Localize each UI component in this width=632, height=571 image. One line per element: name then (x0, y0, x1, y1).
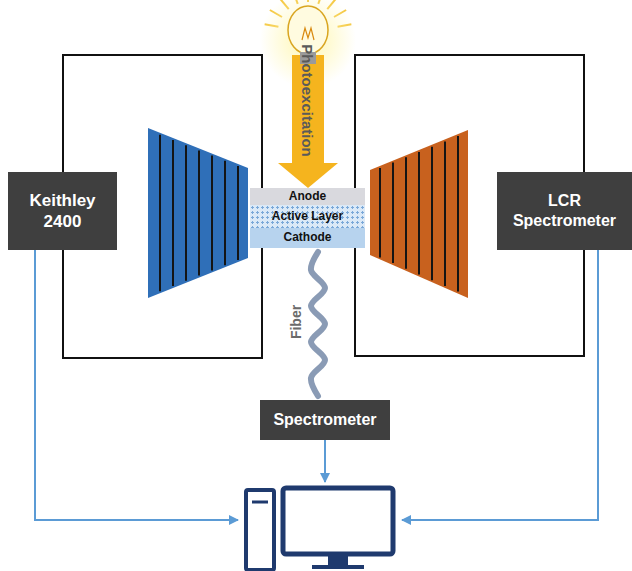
electrode-wire (355, 55, 584, 188)
electrode-wire (63, 248, 262, 358)
magnet-winding (379, 168, 381, 257)
electrode-wire (355, 248, 584, 356)
active-layer: Active Layer (250, 205, 365, 228)
data-wire (402, 250, 598, 520)
instrument-box: LCR Spectrometer (497, 172, 632, 250)
monitor-stand (312, 565, 364, 569)
magnet-pole (370, 130, 468, 298)
data-wires (35, 250, 598, 520)
magnet-winding (418, 152, 420, 275)
computer-monitor (283, 488, 393, 554)
magnet-winding (211, 156, 213, 271)
data-wire (35, 250, 238, 520)
light-source (260, 0, 356, 188)
magnet-winding (198, 150, 200, 275)
monitor-stand (328, 556, 348, 566)
data-wire (324, 440, 326, 482)
computer-icon (246, 488, 393, 570)
magnet-winding (457, 136, 459, 292)
cathode-layer: Cathode (250, 228, 365, 248)
edge-label: Fiber (288, 303, 304, 341)
node-text: Cathode (284, 231, 332, 245)
instrument-box: Spectrometer (260, 400, 390, 440)
magnet-winding (405, 157, 407, 268)
instrument-box: Keithley 2400 (8, 172, 117, 250)
node-text: LCR Spectrometer (503, 191, 626, 231)
node-text: Anode (289, 190, 326, 204)
anode-layer: Anode (250, 188, 365, 205)
node-text: Active Layer (272, 210, 343, 224)
filament (302, 28, 314, 40)
magnet-pole (148, 128, 248, 298)
beam-label: Photoexcitation (298, 44, 315, 157)
node-text: Spectrometer (273, 410, 376, 430)
magnet-winding (237, 166, 239, 260)
magnet-winding (224, 161, 226, 265)
magnet-winding (444, 141, 446, 286)
magnet-winding (392, 163, 394, 263)
computer-tower (252, 501, 268, 504)
light-arrow (278, 163, 338, 188)
electrode-wire (63, 55, 262, 188)
magnet-winding (172, 140, 174, 286)
magnet-winding (185, 145, 187, 281)
optical-fiber (311, 252, 325, 396)
node-text: Keithley 2400 (14, 190, 111, 233)
magnet-winding (159, 135, 161, 291)
computer-tower (246, 490, 274, 570)
magnet-winding (431, 147, 433, 281)
